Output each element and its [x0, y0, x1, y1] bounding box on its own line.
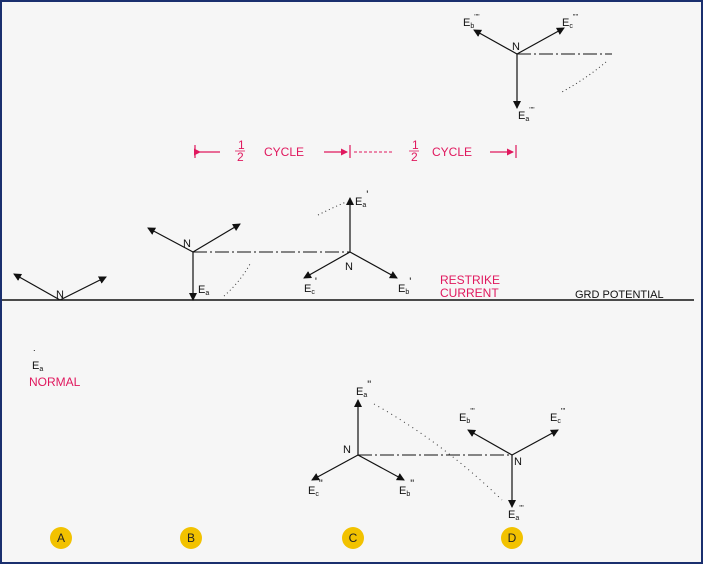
- eb-label-d3: Eb''': [459, 407, 475, 425]
- half-cycle-annotations: 1 2 CYCLE 1 2 CYCLE: [194, 138, 517, 164]
- restrike-label-2: CURRENT: [440, 286, 499, 300]
- neutral-label-c2: N: [343, 444, 351, 456]
- half-denominator-1: 2: [237, 150, 244, 164]
- half-denominator-2: 2: [411, 150, 418, 164]
- phasor-group-b: N Ea: [147, 223, 350, 301]
- cycle-label-1: CYCLE: [264, 145, 304, 159]
- ea-label-c2: Ea": [356, 379, 371, 399]
- stage-badge-b: B: [180, 527, 202, 549]
- phasor-eb-normal: [13, 273, 61, 301]
- phasor-eb-d3: [467, 429, 513, 456]
- phasor-group-c2: N Ea" Ec" Eb": [308, 379, 512, 501]
- dotted-trace-c1: [317, 201, 347, 216]
- ground-label: GRD POTENTIAL: [575, 289, 664, 301]
- svg-text:D: D: [508, 531, 517, 545]
- ec-label-c2: Ec": [308, 478, 323, 498]
- ea-label-normal: Ea: [32, 360, 43, 373]
- phasor-ec-d4: [516, 27, 565, 55]
- phasor-eb-d4: [473, 29, 518, 55]
- ea-label-d3: Ea''': [508, 504, 524, 522]
- ec-label-d3: Ec''': [550, 407, 566, 425]
- ea-label-c1: Ea': [355, 189, 368, 209]
- neutral-label-d4: N: [512, 41, 520, 53]
- svg-text:C: C: [349, 531, 358, 545]
- eb-label-c2: Eb": [399, 478, 414, 498]
- dotted-trace-d4: [561, 61, 607, 93]
- cycle-label-2: CYCLE: [432, 145, 472, 159]
- eb-label-d4: Eb'''': [463, 14, 480, 30]
- normal-label: NORMAL: [29, 375, 81, 389]
- ea-label-d4: Ea'''': [518, 107, 535, 123]
- neutral-label-c1: N: [345, 261, 353, 273]
- ec-label-d4: Ec'''': [562, 14, 578, 30]
- neutral-label-d3: N: [514, 456, 522, 468]
- half-numerator-1: 1: [238, 138, 245, 152]
- ea-label-b: Ea: [198, 284, 209, 297]
- dotted-trace-b: [223, 263, 251, 297]
- stage-badge-a: A: [50, 527, 72, 549]
- phasor-group-d4: N Eb'''' Ec'''' Ea'''': [463, 14, 612, 123]
- phasor-ec-c1: [303, 251, 351, 279]
- phasor-group-d3: N Eb''' Ec''' Ea''': [459, 407, 566, 522]
- neutral-label-normal: N: [56, 289, 64, 301]
- half-numerator-2: 1: [412, 138, 419, 152]
- phasor-group-normal: N Ea ˙ NORMAL: [13, 273, 107, 389]
- svg-text:B: B: [187, 531, 195, 545]
- phasor-ec-d3: [511, 429, 559, 456]
- phasor-group-c1: N Ea' Ec' Eb' RESTRIKE CURRENT: [303, 189, 500, 300]
- phasor-ec-c2: [311, 454, 359, 481]
- dotted-trace-c2: [373, 403, 503, 501]
- phasor-ec-normal: [59, 276, 107, 301]
- stage-badge-d: D: [501, 527, 523, 549]
- phasor-eb-c2: [357, 454, 405, 481]
- phasor-ec-b: [192, 223, 241, 253]
- restrike-label-1: RESTRIKE: [440, 273, 500, 287]
- stage-badge-c: C: [342, 527, 364, 549]
- phasor-eb-b: [147, 227, 194, 253]
- svg-text:A: A: [57, 531, 65, 545]
- ea-mark-normal: ˙: [33, 349, 37, 361]
- eb-label-c1: Eb': [398, 276, 411, 296]
- ec-label-c1: Ec': [304, 276, 317, 296]
- neutral-label-b: N: [183, 238, 191, 250]
- phasor-eb-c1: [349, 251, 398, 279]
